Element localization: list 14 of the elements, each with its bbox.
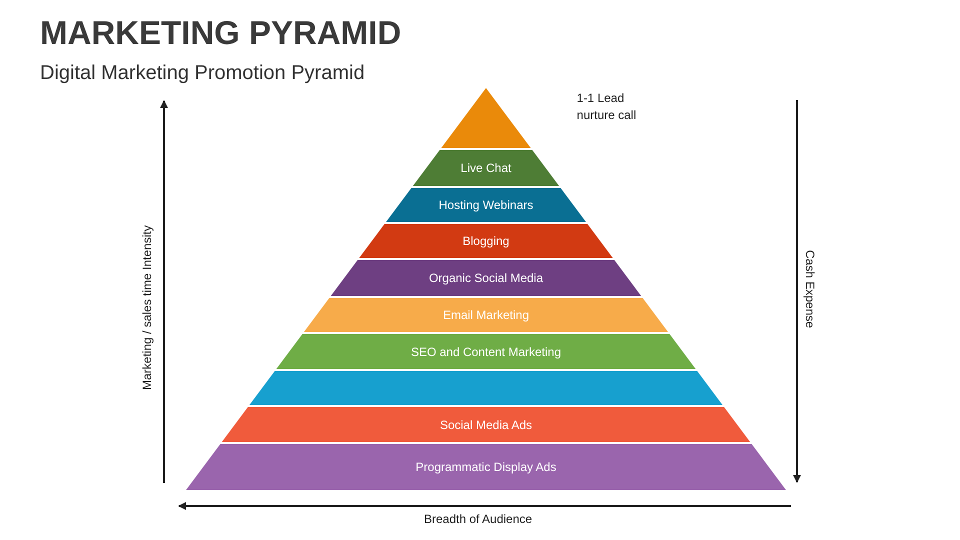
axis-label: Breadth of Audience <box>424 512 532 526</box>
layer-label: Programmatic Display Ads <box>416 459 556 475</box>
title: MARKETING PYRAMID <box>40 14 402 52</box>
side-note: 1-1 Lead nurture call <box>576 90 638 124</box>
layer-label: Hosting Webinars <box>438 197 534 213</box>
axis-label: Cash Expense <box>803 250 817 330</box>
axis-label: Marketing / sales time Intensity <box>140 224 154 390</box>
subtitle: Digital Marketing Promotion Pyramid <box>40 62 365 85</box>
layer-label: Organic Social Media <box>428 270 544 286</box>
layer-label: SEO and Content Marketing <box>410 344 562 360</box>
layer-label: Live Chat <box>460 160 512 176</box>
layer-label: Social Media Ads <box>440 416 532 432</box>
layer-label: Blogging <box>462 233 510 249</box>
layer-label: Email Marketing <box>442 307 529 323</box>
